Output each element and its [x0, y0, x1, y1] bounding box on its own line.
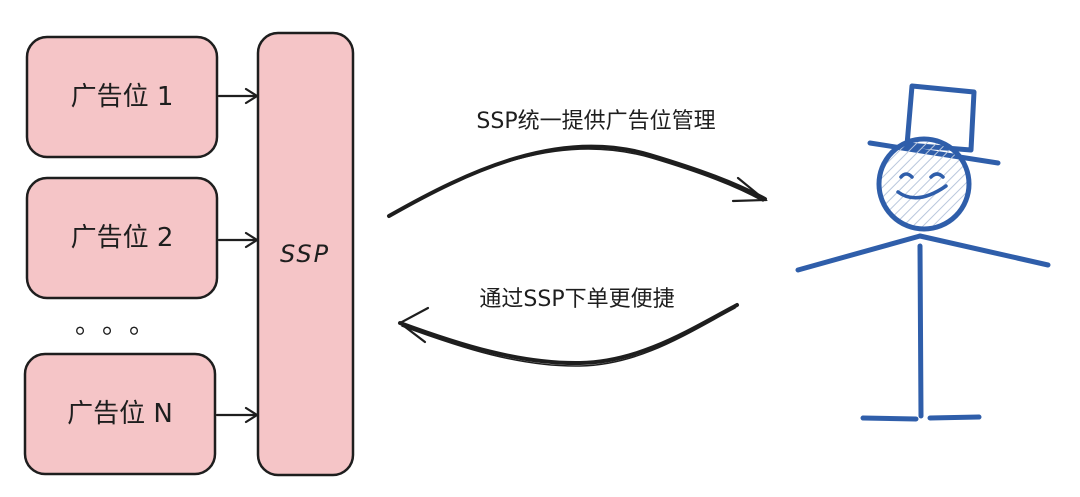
ad-slot-2-box: [25, 176, 219, 300]
ssp-box-rect: [256, 31, 355, 477]
ad-slot-1-box: [25, 35, 219, 159]
advertiser-figure-icon: [795, 83, 1051, 422]
ad-slot-n-label: 广告位 N: [67, 399, 173, 429]
ad-slot-2: 广告位 2: [25, 176, 219, 300]
bottom-arrow-label: 通过SSP下单更便捷: [479, 287, 674, 312]
bottom-arrow-curve: [398, 303, 739, 366]
bottom-arrow: [397, 303, 739, 367]
ad-slot-2-label: 广告位 2: [71, 223, 174, 253]
ad-slot-n: 广告位 N: [23, 352, 217, 476]
arrow-slot-1-to-ssp: [217, 87, 260, 105]
ellipsis: 。。。: [75, 310, 169, 340]
top-hat: [904, 83, 977, 153]
top-arrow: [387, 144, 768, 218]
bottom-arrow-head: [397, 306, 430, 344]
top-arrow-label: SSP统一提供广告位管理: [476, 109, 715, 134]
ad-slot-1-label: 广告位 1: [71, 82, 174, 112]
ssp-label: SSP: [280, 240, 330, 268]
ad-slot-n-box: [23, 352, 217, 476]
top-arrow-curve: [387, 144, 767, 218]
top-arrow-head: [731, 176, 768, 203]
ssp-box: SSP: [256, 31, 355, 477]
arrow-slot-2-to-ssp: [217, 231, 260, 249]
ad-slot-1: 广告位 1: [25, 35, 219, 159]
arrow-slot-n-to-ssp: [215, 406, 260, 424]
slot-to-ssp-arrows: [215, 87, 260, 424]
face: [876, 136, 972, 232]
